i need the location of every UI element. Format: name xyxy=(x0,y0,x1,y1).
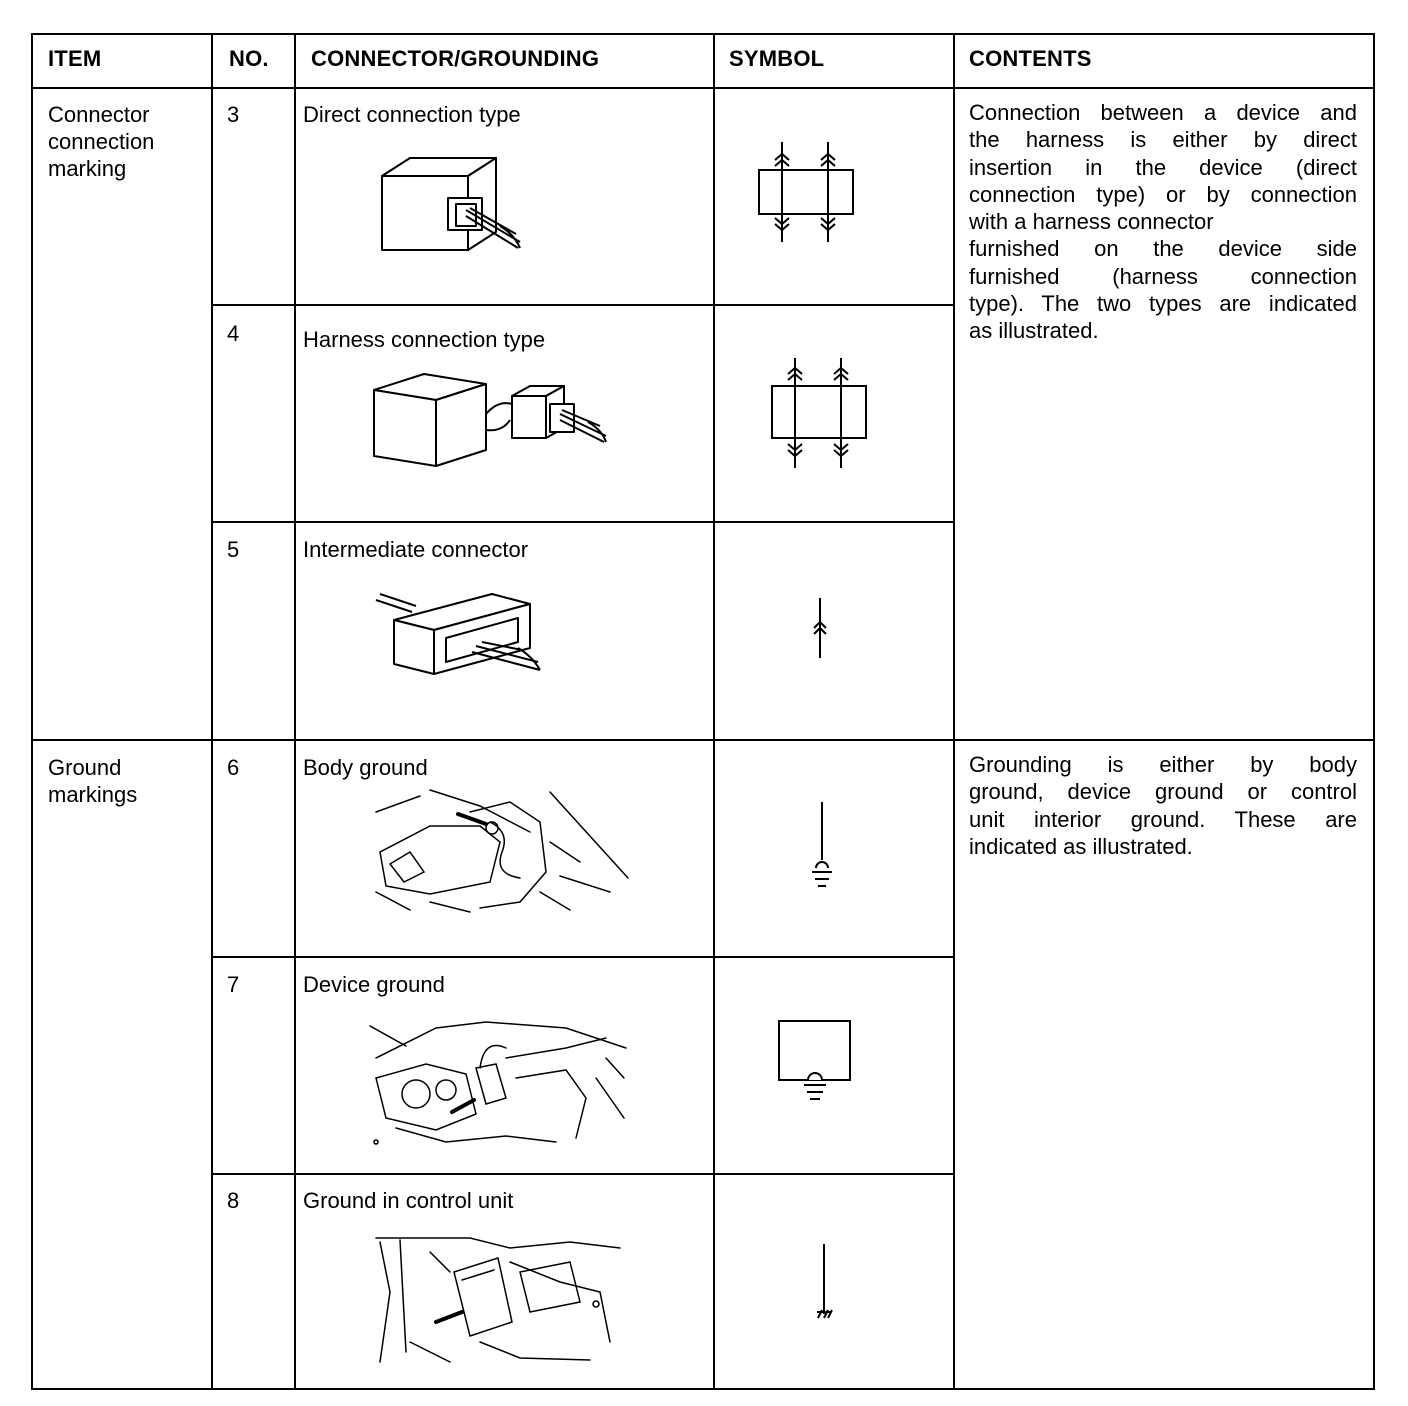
header-connector-grounding: CONNECTOR/GROUNDING xyxy=(311,46,600,71)
row-number: 6 xyxy=(227,755,240,780)
body-ground-illustration xyxy=(370,782,630,914)
contents-line: ground, device ground or control xyxy=(969,779,1357,805)
intermediate-connector-symbol xyxy=(810,598,830,660)
item-label: Ground markings xyxy=(48,755,138,807)
body-ground-symbol xyxy=(808,802,836,892)
row-number: 8 xyxy=(227,1188,240,1213)
row-name: Direct connection type xyxy=(303,102,521,127)
row-name: Body ground xyxy=(303,755,428,780)
contents-line: indicated as illustrated. xyxy=(969,833,1193,859)
header-contents: CONTENTS xyxy=(969,46,1092,71)
contents-line: as illustrated. xyxy=(969,318,1099,344)
device-ground-illustration xyxy=(366,1018,628,1150)
header-item: ITEM xyxy=(48,46,102,71)
row-name: Harness connection type xyxy=(303,327,546,352)
direct-connection-box-illustration xyxy=(370,150,530,260)
contents-line: furnished (harness connection xyxy=(969,263,1357,289)
contents-text: Grounding is either by body ground, devi… xyxy=(969,751,1357,860)
harness-connection-symbol xyxy=(768,358,872,470)
row-name: Ground in control unit xyxy=(303,1188,514,1213)
direct-connection-symbol xyxy=(755,142,859,244)
header-no: NO. xyxy=(229,46,269,71)
control-unit-ground-illustration xyxy=(370,1232,632,1366)
contents-line: connection type) or by connection xyxy=(969,181,1357,207)
intermediate-connector-illustration xyxy=(372,590,548,682)
device-ground-symbol xyxy=(776,1018,856,1104)
contents-line: with a harness connector xyxy=(969,209,1214,235)
contents-line: insertion in the device (direct xyxy=(969,154,1357,180)
row-name: Intermediate connector xyxy=(303,537,529,562)
contents-text: Connection between a device and the harn… xyxy=(969,99,1357,345)
contents-line: Grounding is either by body xyxy=(969,752,1357,777)
item-label: Connector connection marking xyxy=(48,102,155,181)
contents-line: type). The two types are indicated xyxy=(969,291,1357,317)
row-number: 7 xyxy=(227,972,240,997)
contents-line: unit interior ground. These are xyxy=(969,806,1357,832)
harness-connection-box-illustration xyxy=(368,370,618,474)
row-number: 3 xyxy=(227,102,240,127)
header-symbol: SYMBOL xyxy=(729,46,825,71)
contents-line: the harness is either by direct xyxy=(969,127,1357,153)
contents-line: Connection between a device and xyxy=(969,100,1357,125)
row-number: 5 xyxy=(227,537,240,562)
contents-line: furnished on the device side xyxy=(969,236,1357,262)
control-unit-ground-symbol xyxy=(814,1244,834,1324)
row-number: 4 xyxy=(227,321,240,346)
row-name: Device ground xyxy=(303,972,445,997)
